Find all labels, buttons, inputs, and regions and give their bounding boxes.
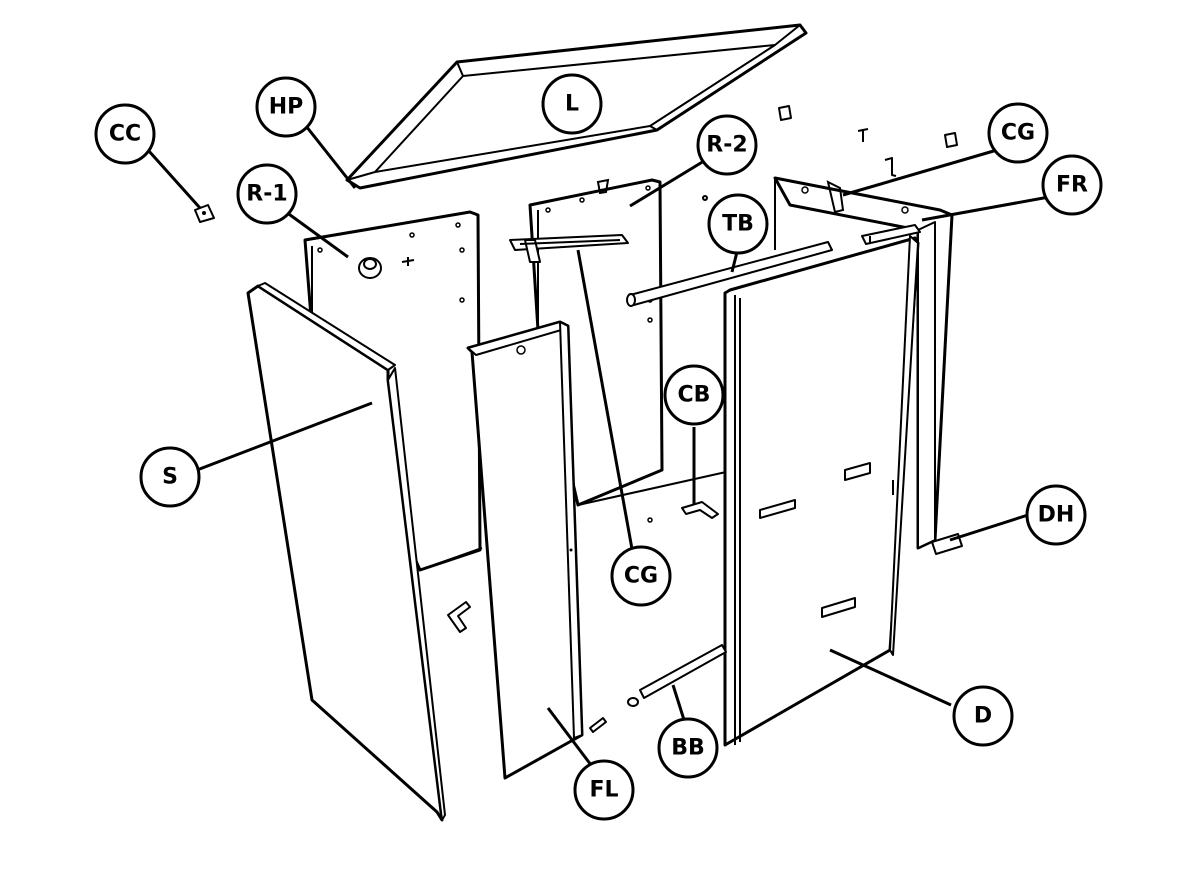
svg-text:FL: FL [589, 778, 618, 803]
door-part [723, 235, 920, 747]
svg-text:R-1: R-1 [246, 182, 287, 207]
svg-text:CG: CG [1001, 121, 1035, 146]
svg-text:R-2: R-2 [706, 133, 747, 158]
svg-text:FR: FR [1056, 173, 1088, 198]
leader-lines [146, 125, 1050, 766]
svg-text:CC: CC [109, 122, 141, 147]
label-cc: CC [94, 103, 156, 165]
svg-text:HP: HP [269, 95, 304, 120]
label-cb: CB [663, 364, 725, 426]
label-tb: TB [707, 193, 769, 255]
l-bracket-part [447, 601, 471, 633]
cam-lock-part [358, 257, 382, 279]
label-r1: R-1 [236, 163, 298, 225]
svg-text:BB: BB [671, 736, 705, 761]
svg-text:D: D [974, 704, 992, 729]
label-fl: FL [573, 759, 635, 821]
cam-cover-part [194, 204, 215, 223]
corner-bracket-part [681, 501, 719, 519]
label-l: L [541, 73, 603, 135]
side-panel-part [246, 282, 446, 822]
label-cg-mid: CG [610, 545, 672, 607]
label-hp: HP [255, 76, 317, 138]
label-s: S [139, 446, 201, 508]
label-bb: BB [657, 717, 719, 779]
corner-guide-bar-part [509, 234, 629, 263]
label-dh: DH [1025, 484, 1087, 546]
svg-text:CB: CB [678, 383, 711, 408]
front-rail-part [861, 224, 921, 245]
bottom-bar-part [627, 644, 727, 707]
svg-text:S: S [162, 465, 178, 490]
label-fr: FR [1041, 154, 1103, 216]
svg-text:DH: DH [1038, 503, 1075, 528]
floor-part [419, 469, 736, 571]
front-left-panel-part [466, 320, 607, 780]
svg-text:TB: TB [722, 212, 754, 237]
hardware-pieces [702, 105, 958, 201]
label-cg-top: CG [987, 102, 1049, 164]
label-d: D [952, 685, 1014, 747]
svg-text:CG: CG [624, 564, 658, 589]
right-rear-panel-part [773, 176, 954, 550]
svg-text:L: L [565, 92, 579, 117]
label-r2: R-2 [696, 114, 758, 176]
top-bar-part [626, 241, 833, 307]
